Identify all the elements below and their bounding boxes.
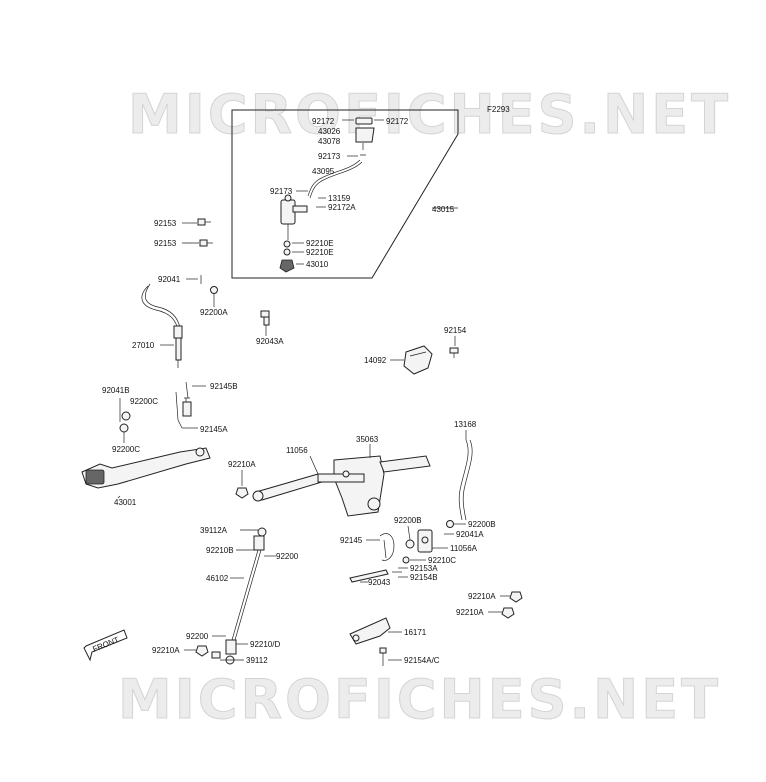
label-92200b: 92200B [468, 520, 496, 529]
spring-92145b [182, 381, 192, 417]
label-92200: 92200 [276, 552, 299, 561]
cap-14092 [403, 345, 433, 375]
label-14092: 14092 [364, 356, 387, 365]
label-92200c: 92200C [112, 445, 140, 454]
label-35063: 35063 [356, 435, 379, 444]
washer-92200b-a [405, 539, 415, 549]
spring-92145a [175, 391, 183, 429]
label-92210e: 92210E [306, 239, 334, 248]
label-92145b: 92145B [210, 382, 238, 391]
label-92041b: 92041B [102, 386, 130, 395]
label-92200c: 92200C [130, 397, 158, 406]
label-92172a: 92172A [328, 203, 356, 212]
label-43015: 43015 [432, 205, 455, 214]
bracket-16171 [349, 617, 391, 645]
label-92041a: 92041A [456, 530, 484, 539]
label-92041: 92041 [158, 275, 181, 284]
reservoir [307, 117, 375, 199]
label-11056a: 11056A [450, 544, 478, 553]
label-46102: 46102 [206, 574, 229, 583]
label-39112a: 39112A [200, 526, 228, 535]
label-43026: 43026 [318, 127, 341, 136]
rod-13168 [458, 439, 473, 521]
label-92043a: 92043A [256, 337, 284, 346]
washer-92200c-a [121, 411, 131, 421]
watermark-top: MICROFICHES.NET [128, 83, 731, 146]
label-92154: 92154 [444, 326, 467, 335]
label-43078: 43078 [318, 137, 341, 146]
leader-lines [117, 119, 510, 661]
label-92210a: 92210A [456, 608, 484, 617]
washer-92210c [402, 556, 410, 564]
pin-39112 [211, 651, 221, 659]
label-92200: 92200 [186, 632, 209, 641]
master-cylinder [279, 194, 308, 273]
bracket-35063 [317, 455, 431, 517]
nut-92210a-d [195, 645, 209, 657]
washer-92200b-b [446, 520, 454, 528]
nut-92210a-b [509, 591, 523, 603]
label-92173: 92173 [318, 152, 341, 161]
brake-light-switch [141, 283, 183, 368]
bolt-92154ac [379, 647, 387, 666]
assembly-43015-box [231, 109, 459, 279]
label-27010: 27010 [132, 341, 155, 350]
label-92200a: 92200A [200, 308, 228, 317]
label-92172: 92172 [312, 117, 335, 126]
pin-92043a [260, 310, 270, 326]
label-13159: 13159 [328, 194, 351, 203]
brake-pedal [81, 447, 211, 489]
bolt-92153-b [199, 239, 213, 247]
label-92154ac: 92154A/C [404, 656, 440, 665]
label-13168: 13168 [454, 420, 477, 429]
nut-92210a-c [501, 607, 515, 619]
label-92210c: 92210C [428, 556, 456, 565]
washer-92200c-b [119, 423, 129, 433]
nut-92210a-a [235, 487, 249, 499]
label-92145: 92145 [340, 536, 363, 545]
front-arrow: FRONT [83, 629, 128, 662]
bolt-92153-a [197, 218, 211, 226]
label-92153: 92153 [154, 219, 177, 228]
label-92210d: 92210/D [250, 640, 280, 649]
label-92210a: 92210A [228, 460, 256, 469]
label-92153a: 92153A [410, 564, 438, 573]
label-92200b: 92200B [394, 516, 422, 525]
label-11056: 11056 [286, 446, 308, 455]
shift-arm-11056 [252, 473, 323, 502]
washer-92200a [210, 286, 218, 294]
bracket-11056a [417, 529, 433, 553]
label-92173: 92173 [270, 187, 293, 196]
label-92210a: 92210A [468, 592, 496, 601]
spring-92145 [379, 533, 395, 561]
label-92043: 92043 [368, 578, 391, 587]
label-43010: 43010 [306, 260, 329, 269]
label-92210a: 92210A [152, 646, 180, 655]
label-16171: 16171 [404, 628, 427, 637]
label-43001: 43001 [114, 498, 137, 507]
label-43095: 43095 [312, 167, 335, 176]
label-92154b: 92154B [410, 573, 438, 582]
pin-92043 [349, 569, 389, 583]
label-92145a: 92145A [200, 425, 228, 434]
label-92153: 92153 [154, 239, 177, 248]
label-39112: 39112 [246, 656, 268, 665]
label-92210e: 92210E [306, 248, 334, 257]
label-92210b: 92210B [206, 546, 234, 555]
bolt-92154 [449, 347, 459, 358]
watermark-bottom: MICROFICHES.NET [118, 668, 721, 731]
figure-code: F2293 [487, 105, 510, 114]
label-92172: 92172 [386, 117, 409, 126]
